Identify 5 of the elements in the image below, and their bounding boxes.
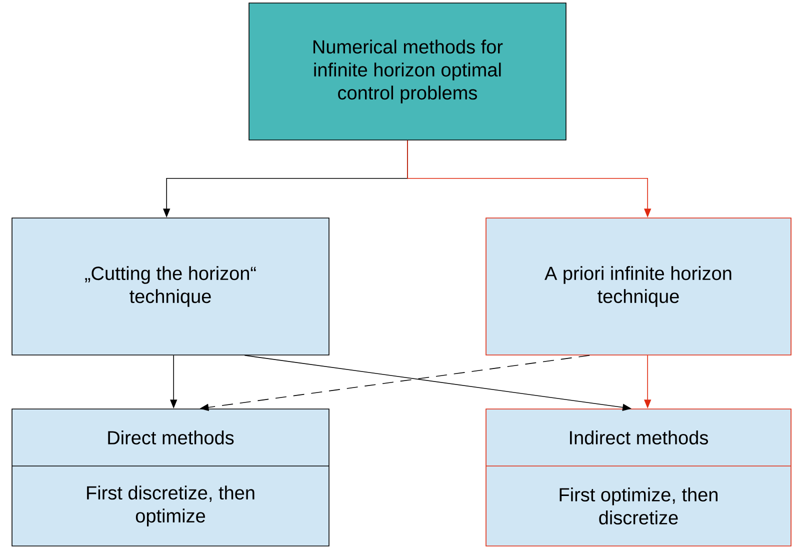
process-box: Numerical methods for infinite horizon optimal control problems bbox=[248, 2, 566, 140]
process-box: Indirect methods First optimize, then discretize bbox=[486, 408, 792, 546]
process-box: A priori infinite horizon technique bbox=[486, 218, 792, 356]
process-box: Direct methods First discretize, then optimize bbox=[12, 408, 330, 546]
process-box: „Cutting the horizon“ technique bbox=[12, 218, 330, 356]
